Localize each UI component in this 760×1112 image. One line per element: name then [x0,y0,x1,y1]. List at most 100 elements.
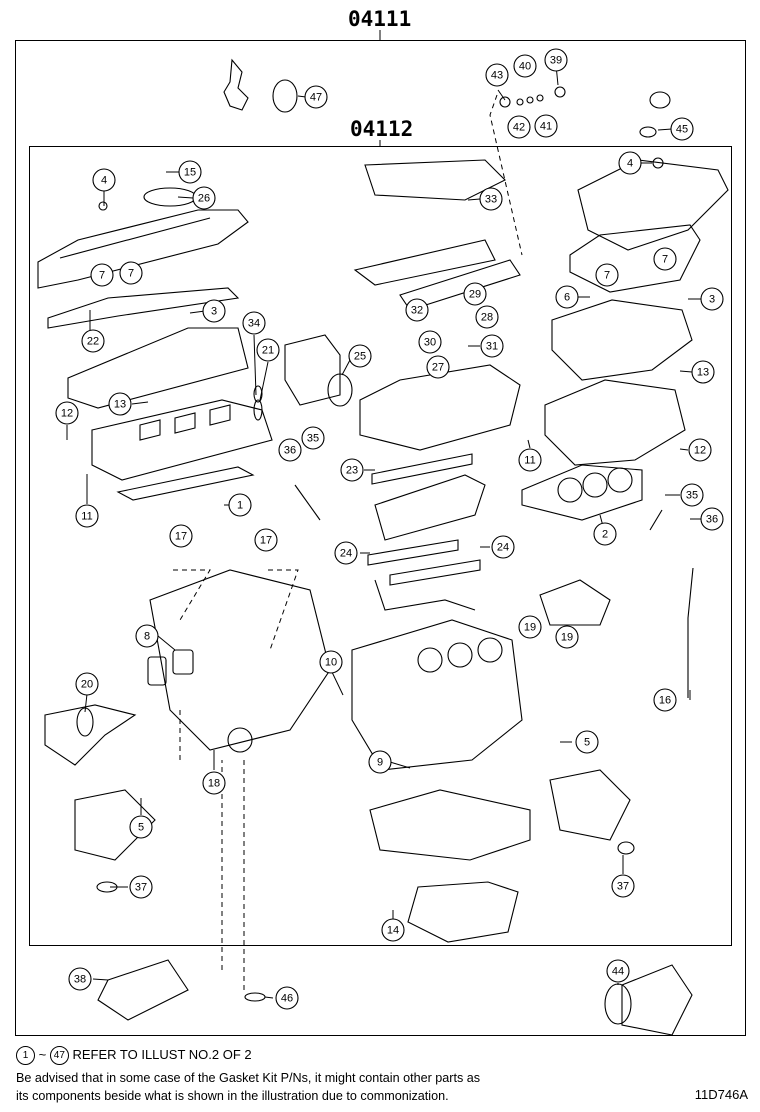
inner-kit-number: 04112 [350,117,414,141]
part-callout-42[interactable]: 42 [507,115,531,139]
callout-number: 3 [211,306,217,318]
part-callout-6[interactable]: 6 [555,285,579,309]
part-callout-9[interactable]: 9 [368,750,392,774]
callout-number: 24 [497,542,509,554]
part-callout-31[interactable]: 31 [480,334,504,358]
part-callout-34[interactable]: 34 [242,311,266,335]
range-start-circle: 1 [16,1046,35,1065]
part-callout-45[interactable]: 45 [670,117,694,141]
part-callout-3[interactable]: 3 [202,299,226,323]
callout-number: 14 [387,925,399,937]
part-callout-43[interactable]: 43 [485,63,509,87]
part-callout-19[interactable]: 19 [518,615,542,639]
callout-circle [575,730,599,754]
callout-number: 42 [513,122,525,134]
callout-circle [670,117,694,141]
part-callout-24[interactable]: 24 [334,541,358,565]
part-callout-8[interactable]: 8 [135,624,159,648]
part-callout-3[interactable]: 3 [700,287,724,311]
callout-circle [700,507,724,531]
part-callout-39[interactable]: 39 [544,48,568,72]
diagram-code: 11D746A [694,1087,748,1102]
callout-circle [555,625,579,649]
part-callout-25[interactable]: 25 [348,344,372,368]
part-callout-7[interactable]: 7 [90,263,114,287]
part-callout-11[interactable]: 11 [75,504,99,528]
part-callout-4[interactable]: 4 [92,168,116,192]
part-callout-2[interactable]: 2 [593,522,617,546]
part-callout-11[interactable]: 11 [518,448,542,472]
callout-circle [129,815,153,839]
part-callout-7[interactable]: 7 [595,263,619,287]
part-callout-13[interactable]: 13 [108,392,132,416]
part-callout-38[interactable]: 38 [68,967,92,991]
part-callout-33[interactable]: 33 [479,187,503,211]
callout-number: 38 [74,974,86,986]
callout-circle [544,48,568,72]
callout-circle [319,650,343,674]
part-callout-18[interactable]: 18 [202,771,226,795]
part-callout-30[interactable]: 30 [418,330,442,354]
callout-number: 7 [662,254,668,266]
callout-circle [178,160,202,184]
part-callout-22[interactable]: 22 [81,329,105,353]
callout-circle [595,263,619,287]
part-callout-16[interactable]: 16 [653,688,677,712]
part-callout-5[interactable]: 5 [129,815,153,839]
part-callout-1[interactable]: 1 [228,493,252,517]
part-callout-10[interactable]: 10 [319,650,343,674]
part-callout-17[interactable]: 17 [169,524,193,548]
part-callout-5[interactable]: 5 [575,730,599,754]
part-callout-36[interactable]: 36 [700,507,724,531]
part-callout-36[interactable]: 36 [278,438,302,462]
part-callout-44[interactable]: 44 [606,959,630,983]
part-callout-47[interactable]: 47 [304,85,328,109]
part-callout-37[interactable]: 37 [129,875,153,899]
part-callout-24[interactable]: 24 [491,535,515,559]
callout-number: 31 [486,341,498,353]
part-callout-26[interactable]: 26 [192,186,216,210]
part-callout-29[interactable]: 29 [463,282,487,306]
callout-number: 46 [281,993,293,1005]
part-callout-32[interactable]: 32 [405,298,429,322]
callout-circle [334,541,358,565]
part-callout-19[interactable]: 19 [555,625,579,649]
part-callout-37[interactable]: 37 [611,874,635,898]
part-callout-21[interactable]: 21 [256,338,280,362]
part-callout-12[interactable]: 12 [688,438,712,462]
part-callout-7[interactable]: 7 [653,247,677,271]
callout-circle [480,334,504,358]
part-callout-15[interactable]: 15 [178,160,202,184]
part-callout-23[interactable]: 23 [340,458,364,482]
callout-number: 1 [237,500,243,512]
callout-circle [278,438,302,462]
part-callout-20[interactable]: 20 [75,672,99,696]
range-separator: ~ [38,1046,47,1062]
callout-circle [513,54,537,78]
part-callout-41[interactable]: 41 [534,114,558,138]
part-callout-46[interactable]: 46 [275,986,299,1010]
part-callout-14[interactable]: 14 [381,918,405,942]
part-callout-35[interactable]: 35 [680,483,704,507]
callout-number: 7 [128,268,134,280]
callout-circle [653,688,677,712]
part-callout-12[interactable]: 12 [55,401,79,425]
part-callout-27[interactable]: 27 [426,355,450,379]
callout-number: 7 [604,270,610,282]
callout-number: 5 [138,822,144,834]
callout-circle [518,615,542,639]
callout-number: 11 [524,455,535,467]
callout-number: 17 [175,531,187,543]
part-callout-40[interactable]: 40 [513,54,537,78]
callout-number: 11 [81,511,92,523]
part-callout-7[interactable]: 7 [119,261,143,285]
part-callout-13[interactable]: 13 [691,360,715,384]
callout-number: 13 [114,399,126,411]
callout-circle [169,524,193,548]
callout-number: 28 [481,312,493,324]
part-callout-35[interactable]: 35 [301,426,325,450]
callout-number: 17 [260,535,272,547]
part-callout-17[interactable]: 17 [254,528,278,552]
part-callout-4[interactable]: 4 [618,151,642,175]
part-callout-28[interactable]: 28 [475,305,499,329]
